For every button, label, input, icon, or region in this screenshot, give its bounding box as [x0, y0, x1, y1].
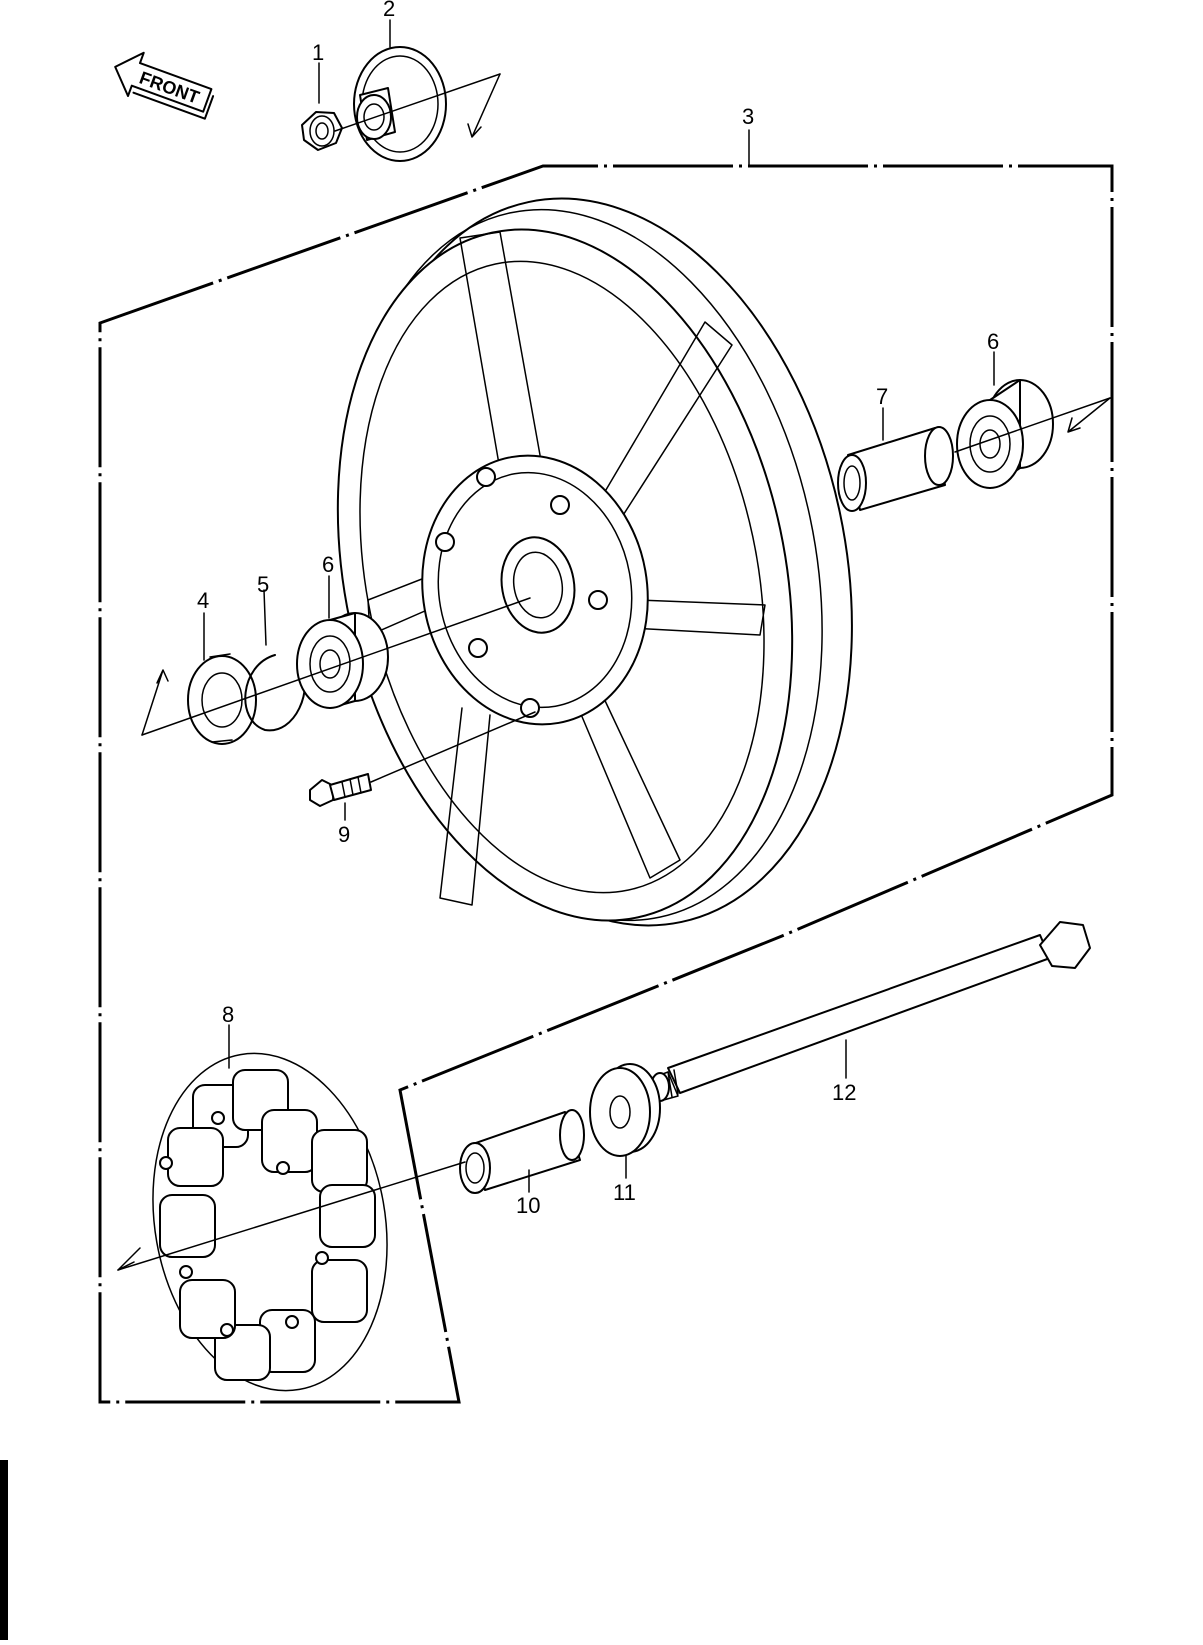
front-direction-arrow: FRONT	[114, 51, 215, 120]
callout-6-left: 6	[322, 552, 334, 577]
hub-bolt-bosses	[435, 467, 608, 718]
callout-5: 5	[257, 572, 269, 597]
scan-edge-bar	[0, 1460, 8, 1640]
callout-11: 11	[613, 1180, 636, 1205]
cast-wheel-part	[336, 197, 853, 927]
wheel-spokes	[367, 231, 766, 906]
callout-10: 10	[516, 1193, 540, 1218]
callout-8: 8	[222, 1002, 234, 1027]
oil-seal-part	[187, 653, 257, 745]
distance-collar-part	[837, 426, 954, 512]
collar-part	[353, 46, 447, 162]
axle-part	[650, 921, 1091, 1102]
axle-nut-part	[301, 111, 343, 151]
axle-collar-part	[589, 1063, 661, 1157]
hub-bolt-part	[309, 773, 372, 807]
assembly-boundary	[98, 164, 1114, 1404]
spacer-part	[459, 1109, 585, 1194]
callout-4: 4	[197, 588, 209, 613]
callout-leaders	[203, 19, 995, 1193]
callout-1: 1	[312, 40, 324, 65]
callout-12: 12	[832, 1080, 856, 1105]
callout-9: 9	[338, 822, 350, 847]
callout-6-right: 6	[987, 329, 999, 354]
bearing-left-part	[296, 612, 389, 709]
callout-numbers: 1 2 3 4 5 6 6 7 8 9 10 11 12	[197, 0, 999, 1218]
coupling-damper-part	[152, 1052, 388, 1392]
callout-3: 3	[742, 104, 754, 129]
callout-2: 2	[383, 0, 395, 21]
callout-7: 7	[876, 384, 888, 409]
